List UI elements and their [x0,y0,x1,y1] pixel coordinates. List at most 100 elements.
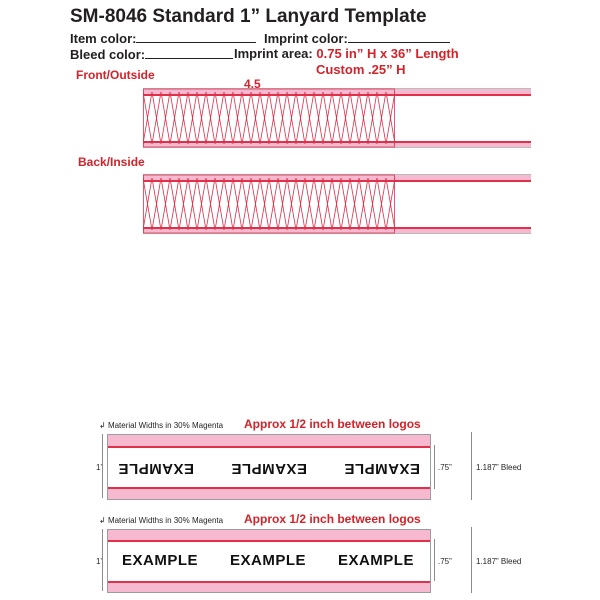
imprint-pattern-stroke [376,177,387,231]
imprint-pattern-stroke [295,91,306,145]
back-lower-guide [143,227,531,229]
imprint-pattern-stroke [223,91,234,145]
custom-height-value: Custom .25” H [316,62,406,77]
imprint-pattern-stroke [313,177,324,231]
imprint-pattern-stroke [169,177,180,231]
imprint-pattern-stroke [250,177,261,231]
imprint-pattern-stroke [286,91,297,145]
width-dimension-line-2 [102,529,103,591]
sample-block-2: ↲ Material Widths in 30% Magenta Approx … [96,512,521,600]
approx-note-1: Approx 1/2 inch between logos [244,417,421,431]
imprint-pattern-stroke [205,177,216,231]
back-top-edge [143,174,531,175]
imprint-pattern-stroke [241,91,252,145]
approx-note-2: Approx 1/2 inch between logos [244,512,421,526]
imprint-pattern-stroke [304,91,315,145]
imprint-pattern-stroke [304,177,315,231]
imprint-pattern-stroke [259,91,270,145]
front-top-edge [143,88,531,89]
item-color-field[interactable] [136,30,257,43]
width-dimension-line-1 [102,434,103,498]
bleed-dimension-line-2 [471,527,472,593]
imprint-pattern-stroke [178,177,189,231]
corner-arrow-icon: ↲ [99,516,106,525]
imprint-pattern-stroke [340,177,351,231]
imprint-pattern-stroke [376,91,387,145]
imprint-pattern-stroke [232,91,243,145]
example-logo: EXAMPLE [337,552,414,569]
imprint-pattern-stroke [143,177,153,231]
sample-bottom-guide-2 [108,581,430,583]
width-label-1: 1” [96,463,104,472]
example-logo: EXAMPLE [229,552,306,569]
imprint-area-label: Imprint area: [234,46,313,61]
imprint-pattern-stroke [214,91,225,145]
imprint-pattern-stroke [349,177,360,231]
back-inside-label: Back/Inside [78,155,145,169]
sample-strip-1: EXAMPLE EXAMPLE EXAMPLE [107,434,431,500]
imprint-color-row: Imprint color: [264,30,450,46]
back-upper-guide [143,180,531,182]
sample-top-guide-1 [108,446,430,448]
sample-top-bleed-2 [108,530,430,540]
imprint-pattern-stroke [286,177,297,231]
imprint-pattern-stroke [277,91,288,145]
imprint-pattern-stroke [385,177,395,231]
example-logo: EXAMPLE [118,460,195,477]
bleed-dimension-line-1 [471,432,472,500]
logo-row-1: EXAMPLE EXAMPLE EXAMPLE [118,457,420,477]
imprint-pattern-stroke [367,91,378,145]
imprint-pattern-stroke [178,91,189,145]
bleed-color-label: Bleed color: [70,47,146,62]
imprint-pattern-stroke [169,91,180,145]
imprint-label-1: .75” [438,463,452,472]
imprint-dimension-line-2 [434,539,435,581]
sample-bottom-bleed-1 [108,488,430,499]
imprint-pattern-stroke [223,177,234,231]
imprint-area-value: 0.75 in” H x 36” Length [316,46,459,61]
material-note-2: ↲ Material Widths in 30% Magenta [99,516,224,525]
imprint-pattern-stroke [143,91,153,145]
sample-bottom-bleed-2 [108,582,430,592]
imprint-pattern-stroke [250,91,261,145]
logo-row-2: EXAMPLE EXAMPLE EXAMPLE [122,552,414,572]
imprint-pattern-stroke [331,91,342,145]
imprint-area-outline [143,174,395,234]
bleed-color-field[interactable] [145,46,234,59]
imprint-pattern-stroke [151,177,162,231]
imprint-pattern-stroke [214,177,225,231]
imprint-pattern-stroke [277,177,288,231]
front-lower-guide [143,141,531,143]
imprint-pattern-stroke [187,177,198,231]
imprint-pattern-stroke [358,91,369,145]
corner-arrow-icon: ↲ [99,421,106,430]
back-lanyard-strip [143,174,531,234]
bleed-label-1: 1.187” Bleed [476,463,522,472]
sample-top-bleed-1 [108,435,430,446]
imprint-pattern-stroke [313,91,324,145]
width-label-2: 1” [96,557,104,566]
imprint-pattern-stroke [322,91,333,145]
imprint-pattern-stroke [160,177,171,231]
imprint-pattern-stroke [196,91,207,145]
example-logo: EXAMPLE [231,460,308,477]
imprint-color-field[interactable] [347,30,450,43]
dimension-label: 4.5 [244,77,261,91]
imprint-pattern-stroke [268,91,279,145]
page-title: SM-8046 Standard 1” Lanyard Template [70,6,427,27]
imprint-color-label: Imprint color: [264,31,348,46]
bleed-label-2: 1.187” Bleed [476,557,522,566]
imprint-pattern-stroke [187,91,198,145]
imprint-pattern-stroke [340,91,351,145]
imprint-pattern-stroke [268,177,279,231]
item-color-label: Item color: [70,31,137,46]
item-color-row: Item color: [70,30,257,46]
imprint-pattern-stroke [385,91,395,145]
imprint-pattern-stroke [259,177,270,231]
imprint-area-outline [143,88,395,148]
imprint-pattern-stroke [367,177,378,231]
front-imprint-pattern [143,88,395,148]
imprint-label-2: .75” [438,557,452,566]
front-lanyard-strip [143,88,531,148]
front-bottom-edge [143,147,531,148]
